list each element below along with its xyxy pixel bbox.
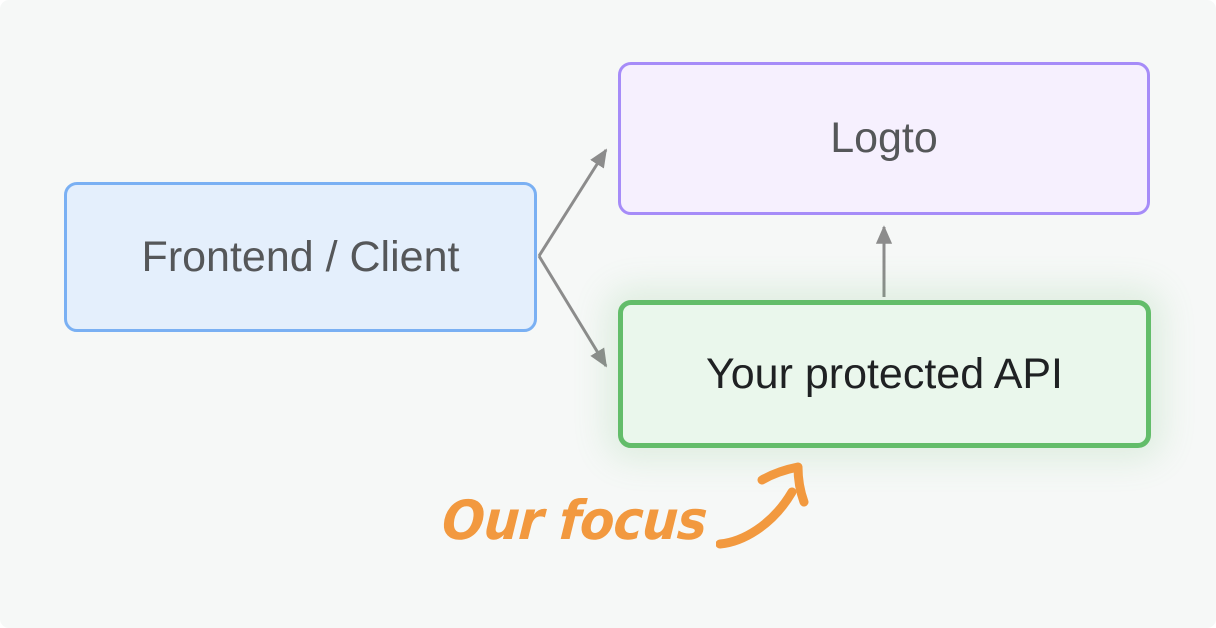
node-your-protected-api[interactable]: Your protected API <box>618 300 1151 448</box>
node-frontend-client-label: Frontend / Client <box>141 232 460 281</box>
annotation-our-focus: Our focus <box>440 489 734 580</box>
annotation-our-focus-label: Our focus <box>440 489 709 552</box>
node-logto-label: Logto <box>830 114 938 162</box>
node-logto[interactable]: Logto <box>618 62 1150 215</box>
edge-frontend-to-logto <box>537 148 608 257</box>
annotation-curved-arrow-icon <box>716 462 809 549</box>
node-your-protected-api-label: Your protected API <box>706 349 1063 398</box>
node-frontend-client[interactable]: Frontend / Client <box>64 182 537 332</box>
edge-frontend-to-api <box>537 255 608 368</box>
